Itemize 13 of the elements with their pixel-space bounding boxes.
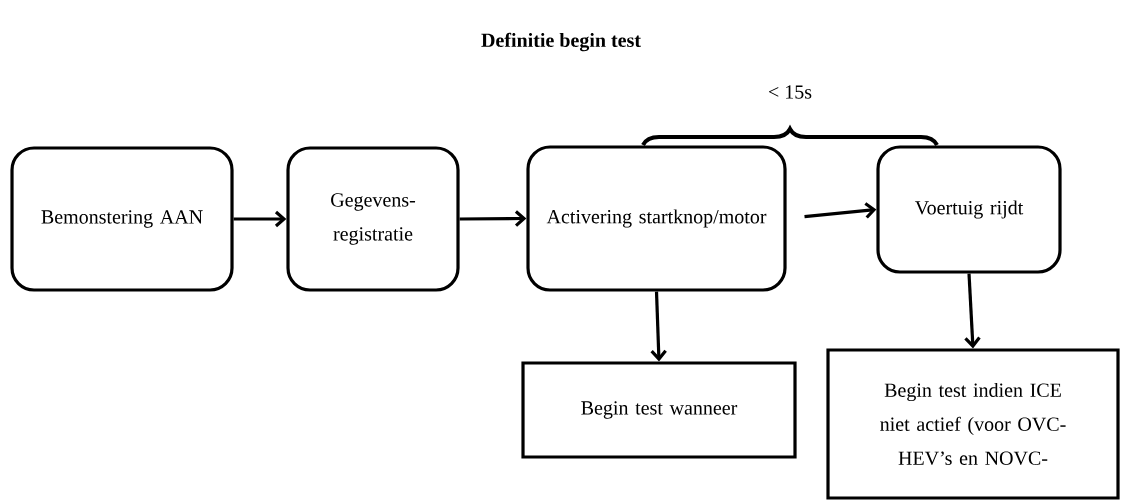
process-box: Bemonstering AAN [10,146,234,292]
arrow [459,210,527,227]
title: Definitie begin test [481,32,641,52]
process-box: Activering startknop/motor [526,145,787,292]
process-box: Voertuig rijdt [876,145,1062,274]
arrow [650,291,667,362]
process-box: Gegevens-registratie [286,146,460,292]
result-box: Begin test indien ICE niet actief (voor OVC-HEV’s en NOVC- [826,348,1120,500]
arrow [804,202,877,219]
result-box: Begin test wanneer [521,361,797,459]
arrow [964,273,981,349]
arrow [233,210,287,228]
duration-label: < 15s [769,85,812,99]
